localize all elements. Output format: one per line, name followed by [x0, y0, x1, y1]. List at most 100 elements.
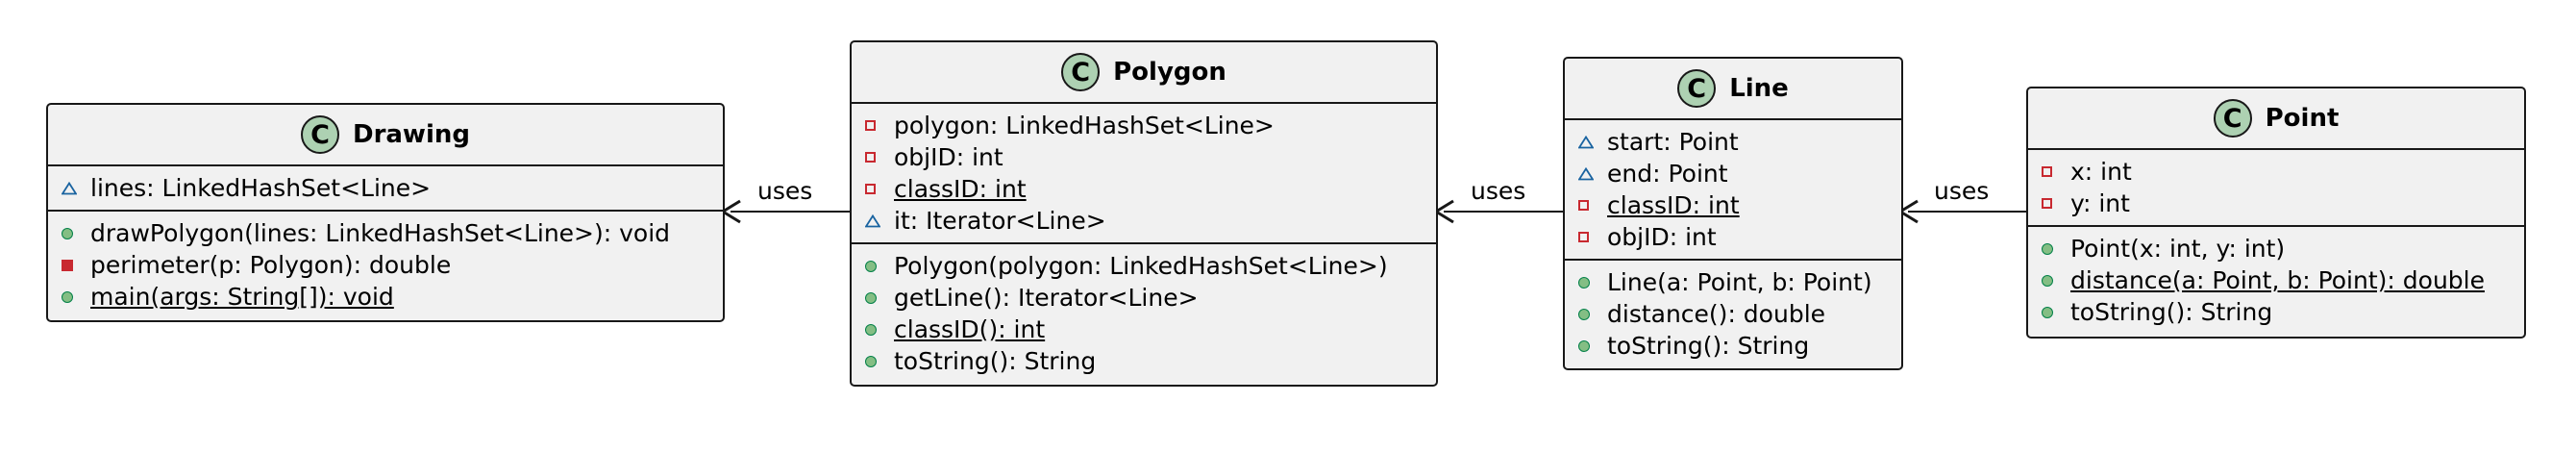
field-row: it: Iterator<Line>: [852, 205, 1436, 237]
method-text: classID(): int: [894, 315, 1046, 343]
method-text: toString(): String: [894, 347, 1097, 375]
private-field-icon: [865, 120, 886, 131]
field-row: lines: LinkedHashSet<Line>: [48, 172, 723, 204]
field-text: polygon: LinkedHashSet<Line>: [894, 112, 1275, 139]
methods-section: drawPolygon(lines: LinkedHashSet<Line>):…: [48, 210, 723, 318]
field-text: objID: int: [894, 143, 1003, 171]
private-field-icon: [2042, 166, 2063, 177]
method-row: drawPolygon(lines: LinkedHashSet<Line>):…: [48, 217, 723, 249]
class-header: C Polygon: [852, 42, 1436, 104]
field-row: classID: int: [1565, 189, 1901, 221]
public-method-icon: [1578, 308, 1599, 320]
relation-label-line-polygon: uses: [1471, 177, 1526, 205]
public-method-icon: [865, 323, 886, 336]
public-method-icon: [1578, 339, 1599, 352]
class-header: C Point: [2028, 88, 2524, 150]
relation-line-polygon: [1435, 199, 1564, 224]
field-text: lines: LinkedHashSet<Line>: [90, 174, 432, 202]
package-field-icon: [1578, 166, 1599, 181]
relation-label-point-line: uses: [1934, 177, 1990, 205]
method-text: perimeter(p: Polygon): double: [90, 251, 452, 279]
class-c-icon: C: [1677, 69, 1717, 108]
public-method-icon: [1578, 276, 1599, 289]
public-method-icon: [62, 227, 83, 239]
field-row: objID: int: [1565, 221, 1901, 253]
field-row: objID: int: [852, 141, 1436, 173]
class-c-icon: C: [300, 115, 339, 154]
field-text: start: Point: [1607, 128, 1739, 156]
field-text: it: Iterator<Line>: [894, 207, 1106, 235]
methods-section: Polygon(polygon: LinkedHashSet<Line>) get…: [852, 242, 1436, 383]
field-row: y: int: [2028, 188, 2524, 219]
method-row: Point(x: int, y: int): [2028, 233, 2524, 264]
field-row: polygon: LinkedHashSet<Line>: [852, 110, 1436, 141]
field-text: classID: int: [894, 175, 1027, 203]
method-text: getLine(): Iterator<Line>: [894, 284, 1199, 312]
method-text: main(args: String[]): void: [90, 283, 394, 311]
package-field-icon: [865, 213, 886, 228]
method-text: Polygon(polygon: LinkedHashSet<Line>): [894, 252, 1388, 280]
method-row: getLine(): Iterator<Line>: [852, 282, 1436, 314]
public-method-icon: [865, 260, 886, 272]
method-row: toString(): String: [2028, 296, 2524, 328]
methods-section: Point(x: int, y: int) distance(a: Point, …: [2028, 225, 2524, 334]
class-drawing[interactable]: C Drawing lines: LinkedHashSet<Line> dra…: [46, 103, 725, 322]
fields-section: polygon: LinkedHashSet<Line> objID: int cl…: [852, 104, 1436, 242]
field-text: classID: int: [1607, 191, 1740, 219]
private-field-icon: [1578, 200, 1599, 211]
method-text: distance(a: Point, b: Point): double: [2070, 266, 2485, 294]
method-text: drawPolygon(lines: LinkedHashSet<Line>):…: [90, 219, 671, 247]
fields-section: start: Point end: Point classID: int objID:…: [1565, 120, 1901, 259]
class-c-icon: C: [2213, 99, 2252, 138]
class-name: Drawing: [352, 120, 470, 149]
private-field-icon: [865, 152, 886, 163]
method-row: toString(): String: [1565, 330, 1901, 362]
public-method-icon: [2042, 306, 2063, 318]
method-row: main(args: String[]): void: [48, 281, 723, 313]
field-text: y: int: [2070, 189, 2130, 217]
relation-point-line: [1899, 199, 2027, 224]
public-method-icon: [62, 290, 83, 303]
field-text: end: Point: [1607, 160, 1728, 188]
method-row: distance(a: Point, b: Point): double: [2028, 264, 2524, 296]
method-text: toString(): String: [2070, 298, 2273, 326]
class-line[interactable]: C Line start: Point end: Point classID: in…: [1563, 57, 1903, 370]
package-field-icon: [62, 181, 83, 195]
class-header: C Line: [1565, 59, 1901, 120]
class-name: Line: [1729, 74, 1789, 103]
field-text: x: int: [2070, 158, 2132, 186]
field-row: x: int: [2028, 156, 2524, 188]
private-field-icon: [2042, 198, 2063, 209]
private-method-icon: [62, 259, 83, 271]
method-row: toString(): String: [852, 345, 1436, 377]
field-text: objID: int: [1607, 223, 1717, 251]
class-header: C Drawing: [48, 105, 723, 166]
method-text: Line(a: Point, b: Point): [1607, 268, 1872, 296]
private-field-icon: [1578, 232, 1599, 242]
method-text: distance(): double: [1607, 300, 1826, 328]
method-row: perimeter(p: Polygon): double: [48, 249, 723, 281]
method-row: Line(a: Point, b: Point): [1565, 266, 1901, 298]
methods-section: Line(a: Point, b: Point) distance(): doub…: [1565, 259, 1901, 367]
field-row: end: Point: [1565, 158, 1901, 189]
public-method-icon: [865, 355, 886, 367]
private-field-icon: [865, 184, 886, 194]
field-row: classID: int: [852, 173, 1436, 205]
class-name: Point: [2265, 104, 2340, 133]
class-name: Polygon: [1113, 58, 1226, 87]
class-point[interactable]: C Point x: int y: int Point(x: int, y: in…: [2026, 87, 2526, 339]
fields-section: x: int y: int: [2028, 150, 2524, 225]
method-row: Polygon(polygon: LinkedHashSet<Line>): [852, 250, 1436, 282]
method-text: Point(x: int, y: int): [2070, 235, 2286, 263]
class-polygon[interactable]: C Polygon polygon: LinkedHashSet<Line> ob…: [850, 40, 1438, 387]
arrowhead-icon: [722, 199, 741, 224]
relation-label-polygon-drawing: uses: [757, 177, 813, 205]
fields-section: lines: LinkedHashSet<Line>: [48, 166, 723, 210]
method-row: distance(): double: [1565, 298, 1901, 330]
method-row: classID(): int: [852, 314, 1436, 345]
public-method-icon: [2042, 242, 2063, 255]
arrowhead-icon: [1435, 199, 1454, 224]
public-method-icon: [2042, 274, 2063, 287]
relation-polygon-drawing: [722, 199, 851, 224]
